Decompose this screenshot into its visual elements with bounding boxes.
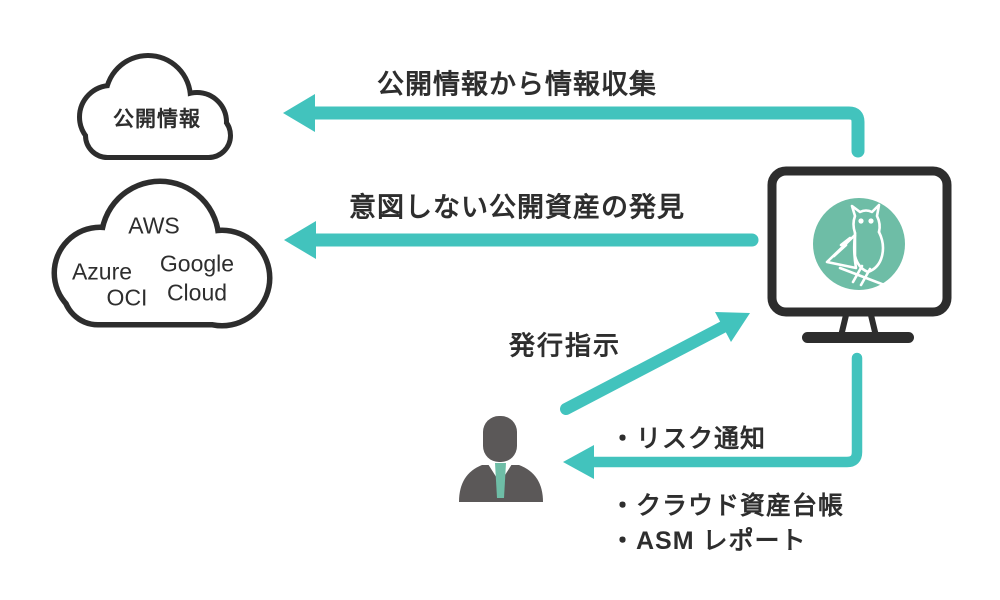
arrow-deliver-icon [563,352,863,479]
owl-logo-icon [813,198,905,290]
provider-label-google: Google [159,250,235,277]
flow-discover-label: 意図しない公開資産の発見 [349,192,685,223]
provider-label-aws: AWS [128,212,180,239]
provider-label-azure: Azure [71,258,133,285]
provider-label-oci: OCI [106,284,148,311]
providers-cloud-icon [51,178,273,329]
public-info-cloud-icon [77,53,233,160]
public-info-cloud-label: 公開情報 [113,108,201,131]
flow-collect-label: 公開情報から情報収集 [377,69,657,100]
flow-instruct-label: 発行指示 [508,330,622,361]
arrow-discover-icon [284,221,759,259]
arrow-collect-icon [283,94,865,158]
businessperson-icon [459,416,543,502]
monitor-icon [767,166,952,343]
deliver-item-asm-report: ・ASM レポート [610,527,807,555]
deliver-item-cloud-asset-ledger: ・クラウド資産台帳 [610,492,845,520]
provider-label-google-cloud: Cloud [166,279,228,306]
arrow-instruct-icon [560,312,750,415]
deliver-item-risk-notice: ・リスク通知 [610,425,767,453]
